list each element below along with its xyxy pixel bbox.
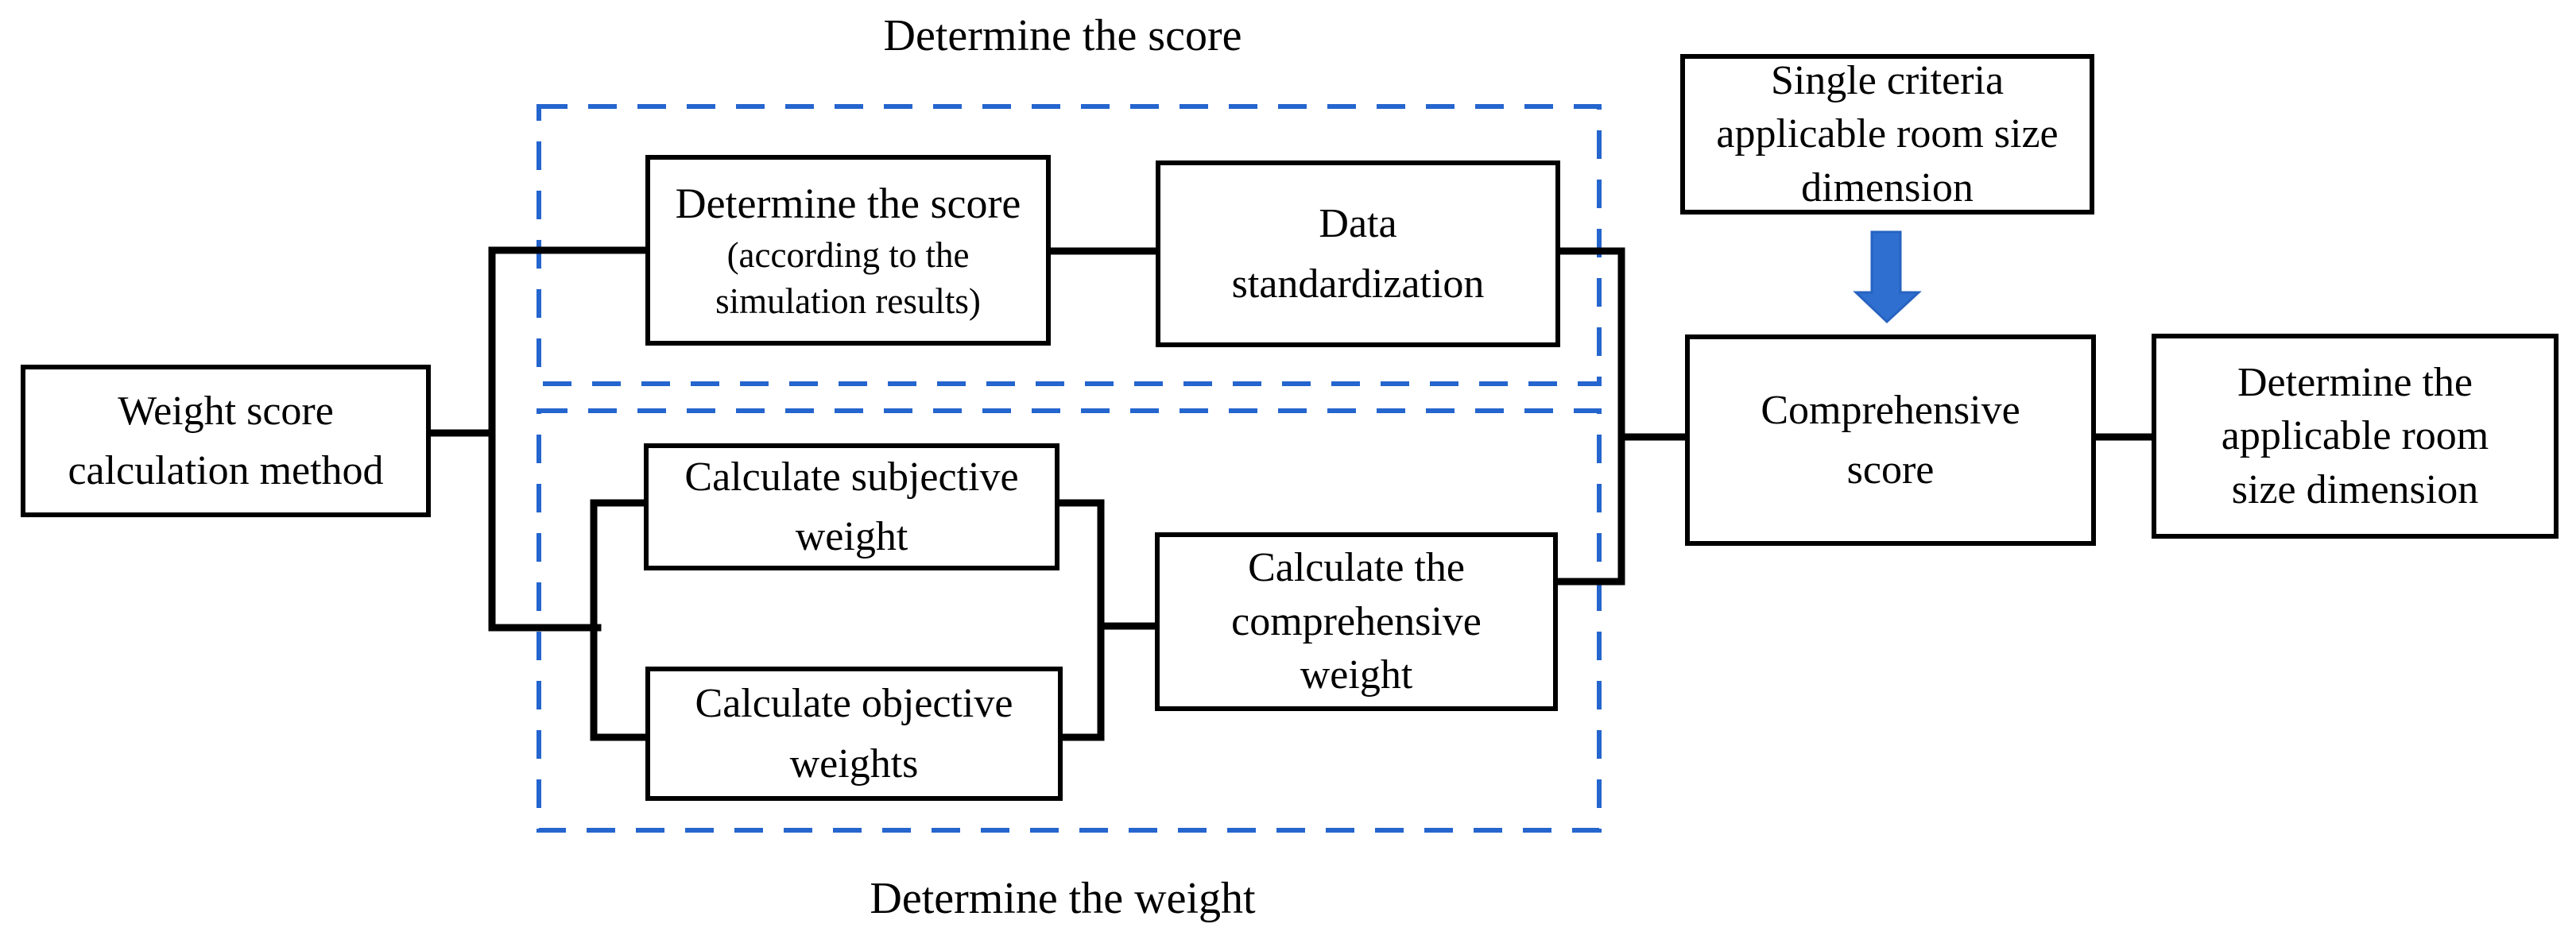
node-label-line: calculation method	[68, 448, 384, 493]
node-comprehensive-score: Comprehensive score	[1685, 334, 2096, 546]
node-label-line: Weight score	[118, 388, 334, 434]
node-calculate-comprehensive-weight: Calculate the comprehensive weight	[1155, 532, 1558, 711]
score-group-caption: Determine the score	[883, 11, 1242, 60]
node-label-line: Single criteria	[1770, 57, 2005, 103]
node-single-criteria-room-size: Single criteria applicable room size dim…	[1680, 54, 2094, 215]
weight-group-caption: Determine the weight	[870, 874, 1256, 923]
node-determine-score-simulation: Determine the score (according to the si…	[645, 155, 1051, 346]
node-label-line: size dimension	[2231, 466, 2479, 512]
blue-down-arrow-icon	[1853, 230, 1922, 324]
score-group-outline	[537, 104, 1602, 386]
node-label-line: simulation results)	[715, 281, 981, 322]
connector-lines	[427, 246, 2156, 741]
node-label-line: Data	[1319, 201, 1397, 247]
node-label-line: applicable room size	[1716, 111, 2059, 157]
node-label-line: (according to the	[726, 234, 970, 275]
node-data-standardization: Data standardization	[1156, 160, 1560, 347]
node-weight-score-calculation-method: Weight score calculation method	[21, 365, 431, 517]
node-calculate-subjective-weight: Calculate subjective weight	[644, 443, 1059, 570]
node-label-line: applicable room	[2221, 413, 2489, 459]
node-label-line: score	[1846, 447, 1935, 493]
node-label-line: standardization	[1231, 261, 1485, 307]
node-calculate-objective-weights: Calculate objective weights	[645, 667, 1063, 801]
node-label-line: comprehensive	[1231, 598, 1482, 644]
node-label-line: dimension	[1801, 164, 1974, 211]
node-label-line: Calculate subjective	[684, 454, 1019, 500]
node-determine-applicable-room-size: Determine the applicable room size dimen…	[2152, 334, 2559, 539]
node-label-line: Determine the	[2237, 359, 2473, 405]
node-label-line: Determine the score	[675, 180, 1021, 228]
node-label-line: Calculate the	[1248, 545, 1465, 591]
node-label-line: Comprehensive	[1761, 387, 2020, 433]
node-label-line: weight	[795, 514, 908, 559]
node-label-line: Calculate objective	[695, 681, 1013, 727]
node-label-line: weight	[1300, 652, 1413, 698]
node-label-line: weights	[789, 740, 919, 787]
